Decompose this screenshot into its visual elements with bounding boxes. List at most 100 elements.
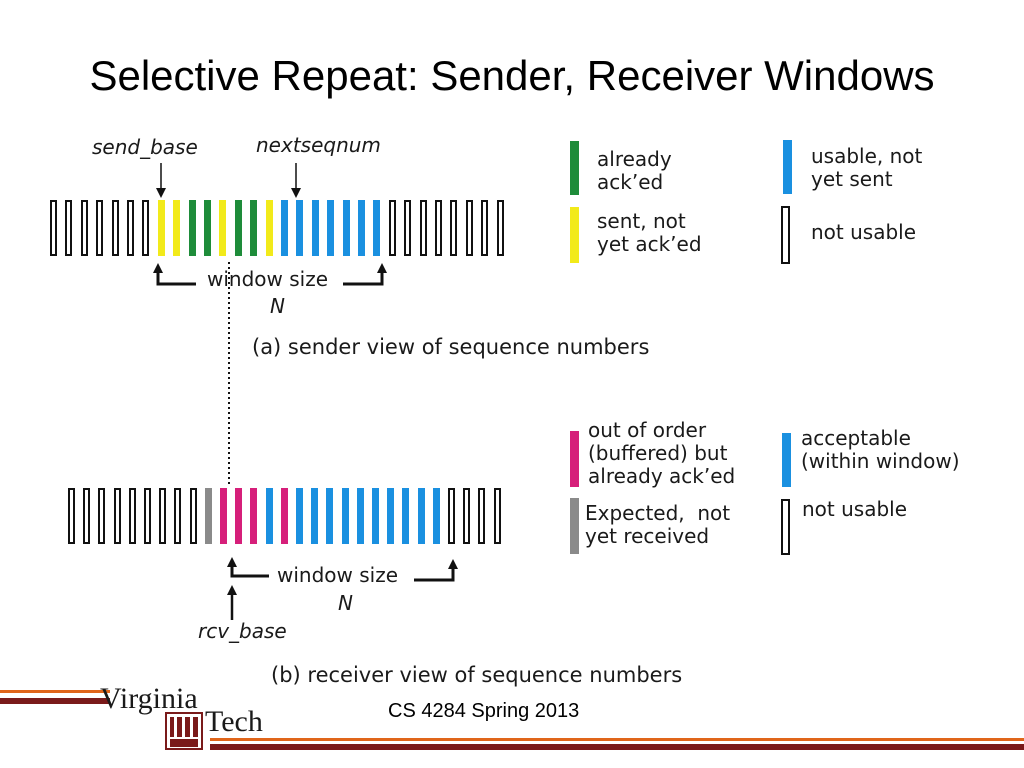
- legend-already-acked: already ack’ed: [597, 147, 672, 194]
- sequence-slot-empty: [65, 200, 73, 256]
- sequence-slot-blue: [373, 200, 381, 256]
- sequence-slot-green: [188, 200, 196, 256]
- virginia-tech-logo-mark: [165, 712, 203, 750]
- sender-window-bracket-left: [153, 263, 196, 286]
- sender-window-bracket-right: [343, 263, 387, 286]
- sequence-slot-empty: [419, 200, 427, 256]
- sender-n-label: N: [270, 294, 285, 318]
- legend-swatch-sent-not-acked: [570, 207, 579, 263]
- sequence-slot-blue: [372, 488, 379, 544]
- sequence-slot-empty: [80, 200, 88, 256]
- legend-swatch-out-of-order: [570, 431, 579, 487]
- legend-swatch-expected: [570, 498, 579, 554]
- sender-caption: (a) sender view of sequence numbers: [252, 335, 650, 359]
- logo-virginia: Virginia: [100, 682, 198, 715]
- sequence-slot-blue: [326, 488, 334, 544]
- sequence-slot-blue: [341, 488, 349, 544]
- legend-sent-not-acked: sent, not yet ack’ed: [597, 209, 702, 256]
- sequence-slot-blue: [387, 488, 395, 544]
- sequence-slot-empty: [174, 488, 182, 544]
- sequence-slot-empty: [388, 200, 396, 256]
- legend-swatch-not-usable-receiver: [781, 499, 790, 555]
- rcv-base-label: rcv_base: [198, 619, 287, 643]
- sequence-slot-blue: [402, 488, 410, 544]
- sequence-slot-blue: [342, 200, 350, 256]
- sequence-slot-empty: [50, 200, 57, 256]
- sequence-slot-empty: [465, 200, 473, 256]
- sender-window-size-label: window size: [207, 267, 329, 291]
- legend-swatch-already-acked: [570, 141, 579, 195]
- sequence-slot-blue: [311, 200, 319, 256]
- nextseqnum-label: nextseqnum: [256, 133, 381, 157]
- sequence-slot-pink: [235, 488, 243, 544]
- footer-bar-orange-right: [210, 738, 1024, 741]
- sequence-slot-blue: [358, 200, 365, 256]
- sequence-slot-empty: [478, 488, 486, 544]
- sequence-slot-empty: [481, 200, 489, 256]
- sequence-slot-empty: [96, 200, 104, 256]
- sequence-slot-empty: [463, 488, 471, 544]
- sequence-slot-blue: [432, 488, 440, 544]
- sequence-slot-empty: [83, 488, 91, 544]
- logo-tech: Tech: [205, 705, 263, 738]
- footer-bar-maroon-right: [210, 744, 1024, 750]
- sequence-slot-empty: [111, 200, 119, 256]
- sequence-slot-pink: [220, 488, 227, 544]
- sequence-slot-blue: [311, 488, 319, 544]
- sequence-slot-empty: [142, 200, 150, 256]
- sequence-slot-green: [234, 200, 242, 256]
- receiver-sequence-row: [68, 488, 513, 548]
- sequence-slot-yellow: [219, 200, 227, 256]
- sequence-slot-blue: [281, 200, 288, 256]
- sequence-slot-empty: [496, 200, 504, 256]
- receiver-n-label: N: [338, 591, 353, 615]
- sequence-slot-blue: [417, 488, 425, 544]
- sequence-slot-empty: [448, 488, 455, 544]
- course-footer: CS 4284 Spring 2013: [388, 700, 580, 722]
- sequence-slot-empty: [128, 488, 136, 544]
- legend-acceptable: acceptable (within window): [801, 426, 960, 473]
- send-base-label: send_base: [92, 135, 198, 159]
- footer-bar-maroon-left: [0, 698, 110, 704]
- sender-sequence-row: [50, 200, 510, 260]
- sequence-slot-empty: [159, 488, 167, 544]
- sequence-slot-pink: [280, 488, 288, 544]
- sequence-slot-yellow: [157, 200, 165, 256]
- sequence-slot-empty: [189, 488, 197, 544]
- sequence-slot-green: [250, 200, 258, 256]
- receiver-caption: (b) receiver view of sequence numbers: [271, 663, 683, 687]
- sequence-slot-blue: [296, 200, 304, 256]
- legend-swatch-acceptable: [782, 433, 791, 487]
- sequence-slot-empty: [493, 488, 501, 544]
- sequence-slot-empty: [68, 488, 75, 544]
- sequence-slot-yellow: [173, 200, 181, 256]
- legend-expected: Expected, not yet received: [585, 501, 731, 548]
- legend-out-of-order: out of order (buffered) but already ack’…: [588, 418, 736, 488]
- sequence-slot-blue: [356, 488, 364, 544]
- slide-title: Selective Repeat: Sender, Receiver Windo…: [89, 52, 935, 99]
- sequence-slot-empty: [435, 200, 442, 256]
- receiver-window-bracket-left: [227, 557, 269, 578]
- sequence-slot-green: [204, 200, 211, 256]
- sequence-slot-blue: [265, 488, 273, 544]
- legend-not-usable-receiver: not usable: [802, 497, 908, 521]
- sequence-slot-yellow: [265, 200, 273, 256]
- sequence-slot-blue: [296, 488, 303, 544]
- sequence-slot-gray: [204, 488, 212, 544]
- sequence-slot-empty: [98, 488, 106, 544]
- legend-usable-not-sent: usable, not yet sent: [811, 144, 923, 191]
- sequence-slot-empty: [450, 200, 458, 256]
- legend-swatch-usable-not-sent: [783, 140, 792, 194]
- legend-not-usable-sender: not usable: [811, 220, 917, 244]
- receiver-window-size-label: window size: [277, 563, 399, 587]
- sequence-slot-empty: [144, 488, 151, 544]
- sequence-slot-pink: [250, 488, 258, 544]
- sequence-slot-empty: [113, 488, 121, 544]
- sequence-slot-empty: [404, 200, 412, 256]
- sequence-slot-empty: [127, 200, 134, 256]
- legend-swatch-not-usable-sender: [781, 206, 790, 264]
- receiver-window-bracket-right: [414, 559, 458, 582]
- footer-bar-orange-left: [0, 690, 110, 693]
- sequence-slot-blue: [327, 200, 335, 256]
